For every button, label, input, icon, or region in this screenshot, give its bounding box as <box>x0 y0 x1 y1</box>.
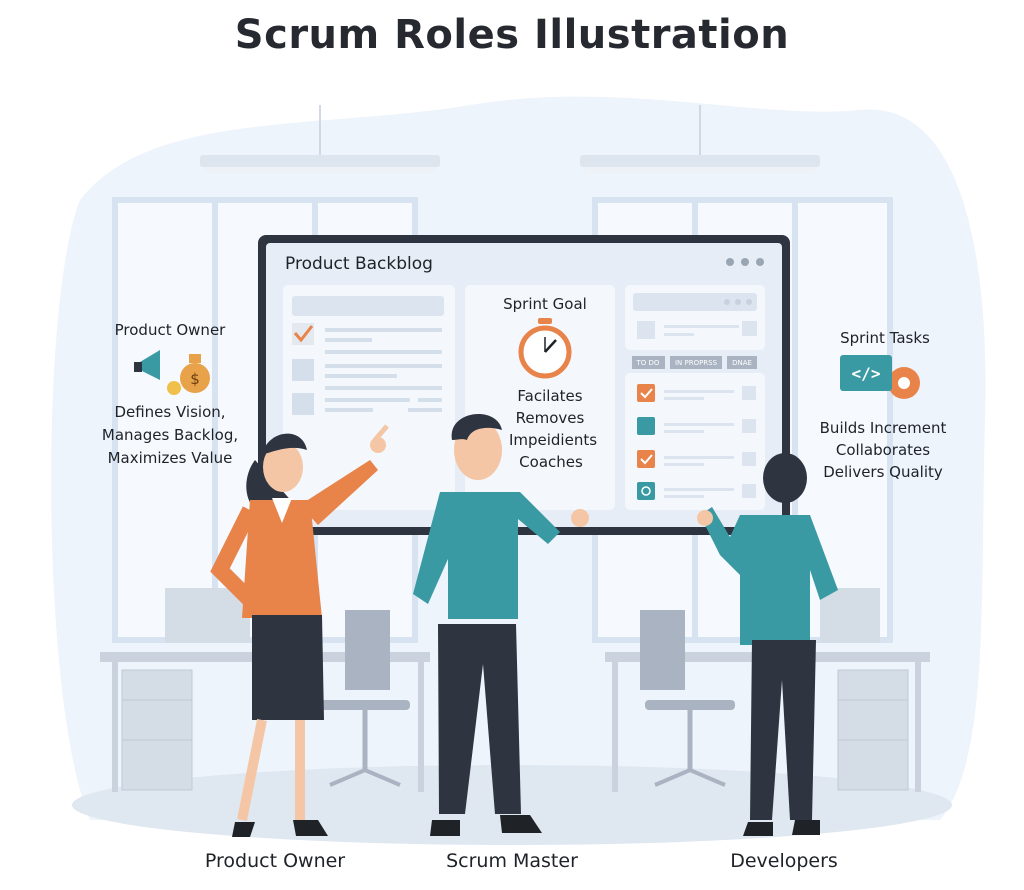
column-done: DNAE <box>732 359 752 367</box>
stopwatch-icon <box>518 318 572 379</box>
ceiling-lights <box>200 105 820 173</box>
sprint-tasks-line: Delivers Quality <box>823 463 943 481</box>
code-icon: </> <box>852 364 881 383</box>
role-label-developers: Developers <box>730 850 838 872</box>
task-list <box>637 384 756 500</box>
product-owner-line: Manages Backlog, <box>102 426 238 444</box>
sprint-tasks-heading: Sprint Tasks <box>840 329 930 347</box>
product-owner-figure <box>210 424 389 837</box>
sprint-goal-heading: Sprint Goal <box>503 295 587 313</box>
sprint-goal-line: Removes <box>516 409 585 427</box>
svg-text:$: $ <box>190 370 200 388</box>
window-dots-icon <box>726 258 764 266</box>
sprint-goal-line: Coaches <box>519 453 583 471</box>
board-title: Product Backblog <box>285 254 433 274</box>
page-title: Scrum Roles Illustration <box>234 12 790 58</box>
sprint-goal-line: Impeidients <box>509 431 597 449</box>
checkmark-icon <box>293 325 314 343</box>
developer-figure <box>697 453 838 836</box>
product-backlog-board: Product Backblog Sprint Goal Facilates R… <box>258 235 790 535</box>
role-label-scrum-master: Scrum Master <box>446 850 578 872</box>
sprint-goal-line: Facilates <box>517 387 582 405</box>
code-gear-icon: </> <box>840 355 920 399</box>
megaphone-icon <box>134 350 160 380</box>
column-todo: TO DO <box>636 359 660 367</box>
scrum-master-figure <box>413 413 589 836</box>
role-label-product-owner: Product Owner <box>205 850 345 872</box>
product-owner-line: Maximizes Value <box>108 449 233 467</box>
product-owner-heading: Product Owner <box>115 321 227 339</box>
sprint-tasks-line: Builds Increment <box>820 419 947 437</box>
column-in-progress: IN PROPRSS <box>675 359 718 367</box>
desks <box>100 588 930 792</box>
product-owner-line: Defines Vision, <box>114 403 225 421</box>
sprint-tasks-line: Collaborates <box>836 441 930 459</box>
money-bag-icon: $ <box>167 354 210 395</box>
